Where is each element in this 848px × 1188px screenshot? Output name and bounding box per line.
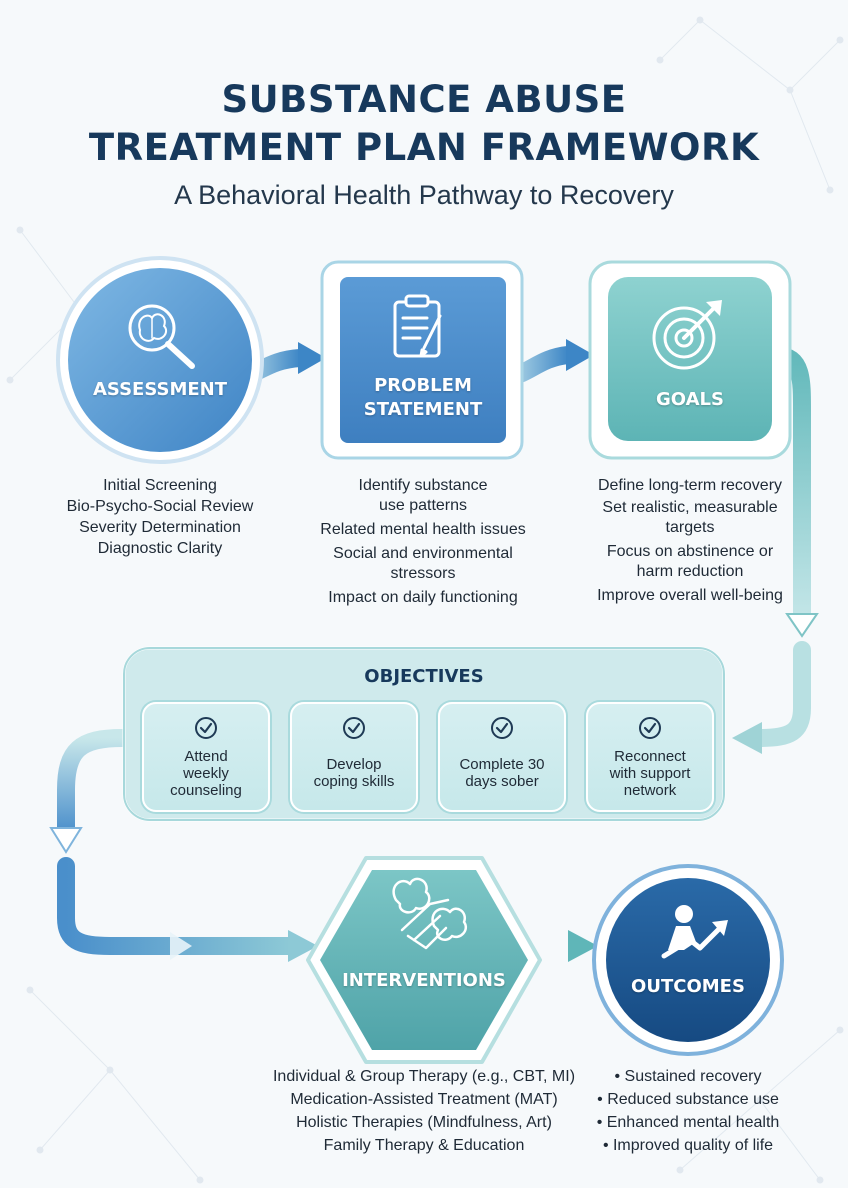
list-item: Diagnostic Clarity (97, 540, 223, 557)
brain-handshake-icon (392, 877, 468, 950)
objective-line: coping skills (313, 773, 395, 790)
list-item: Related mental health issues (320, 521, 526, 538)
list-item: Severity Determination (79, 519, 241, 536)
outcomes-label: OUTCOMES (631, 976, 745, 997)
arrow-objectives-to-interventions (49, 729, 318, 962)
list-item: targets (665, 519, 715, 536)
objective-text: Develop coping skills (296, 756, 412, 790)
objective-line: Reconnect (614, 748, 686, 765)
objective-line: weekly (183, 765, 229, 782)
objective-text: Attend weekly counseling (148, 748, 264, 799)
objective-text: Reconnect with support network (592, 748, 708, 799)
outcomes-description: • Sustained recovery • Reduced substance… (588, 1066, 788, 1158)
page-title-line-2: TREATMENT PLAN FRAMEWORK (88, 126, 760, 169)
target-arrow-icon (652, 300, 722, 370)
objectives-container (122, 646, 726, 822)
check-circle-icon (195, 717, 217, 739)
list-item: • Improved quality of life (602, 1137, 774, 1154)
problem-statement-description: Identify substance use patterns Related … (300, 476, 546, 609)
check-circle-icon (491, 717, 513, 739)
list-item: Social and environmental (333, 545, 513, 562)
list-item: Identify substance (358, 477, 488, 494)
outcomes-node (592, 864, 784, 1056)
objective-line: Attend (184, 748, 228, 765)
list-item: Family Therapy & Education (323, 1137, 525, 1154)
brain-magnifier-icon (128, 304, 195, 369)
list-item: Impact on daily functioning (328, 589, 518, 606)
goals-node (588, 260, 792, 460)
list-item: stressors (390, 565, 456, 582)
person-rising-icon (661, 905, 728, 959)
check-circle-icon (343, 717, 365, 739)
list-item: Individual & Group Therapy (e.g., CBT, M… (272, 1068, 576, 1085)
list-item: Medication-Assisted Treatment (MAT) (290, 1091, 558, 1108)
objective-line: Complete 30 (459, 756, 545, 773)
goals-description: Define long-term recovery Set realistic,… (572, 476, 808, 607)
page-subtitle: A Behavioral Health Pathway to Recovery (174, 180, 674, 210)
check-circle-icon (639, 717, 661, 739)
assessment-description: Initial Screening Bio-Psycho-Social Revi… (50, 476, 270, 560)
interventions-label: INTERVENTIONS (342, 970, 506, 991)
objective-line: Develop (326, 756, 382, 773)
objective-line: days sober (465, 773, 539, 790)
list-item: Improve overall well-being (597, 587, 783, 604)
list-item: Holistic Therapies (Mindfulness, Art) (296, 1114, 552, 1131)
objective-text: Complete 30 days sober (444, 756, 560, 790)
list-item: use patterns (378, 497, 468, 514)
objective-card-2: Develop coping skills (290, 702, 418, 812)
objective-line: with support (609, 765, 691, 782)
list-item: harm reduction (636, 563, 744, 580)
list-item: • Sustained recovery (614, 1068, 762, 1085)
list-item: • Enhanced mental health (596, 1114, 780, 1131)
clipboard-pen-icon (393, 294, 442, 358)
list-item: • Reduced substance use (597, 1091, 779, 1108)
list-item: Initial Screening (103, 477, 217, 494)
problem-statement-node (320, 260, 524, 460)
list-item: Bio-Psycho-Social Review (66, 498, 254, 515)
assessment-node (56, 256, 264, 464)
list-item: Set realistic, measurable (602, 499, 778, 516)
goals-label: GOALS (656, 389, 724, 410)
objective-line: counseling (170, 782, 242, 799)
objectives-title: OBJECTIVES (364, 666, 484, 687)
list-item: Focus on abstinence or (606, 543, 774, 560)
interventions-node (306, 856, 542, 1064)
problem-statement-label: PROBLEM STATEMENT (340, 374, 506, 422)
assessment-label: ASSESSMENT (92, 379, 227, 400)
objective-line: network (623, 782, 677, 799)
objective-card-4: Reconnect with support network (586, 702, 714, 812)
problem-label-line-2: STATEMENT (363, 399, 483, 420)
interventions-description: Individual & Group Therapy (e.g., CBT, M… (256, 1066, 592, 1158)
list-item: Define long-term recovery (597, 477, 783, 494)
page-title-line-1: SUBSTANCE ABUSE (221, 78, 627, 121)
problem-label-line-1: PROBLEM (374, 375, 472, 396)
objective-card-1: Attend weekly counseling (142, 702, 270, 812)
objective-card-3: Complete 30 days sober (438, 702, 566, 812)
